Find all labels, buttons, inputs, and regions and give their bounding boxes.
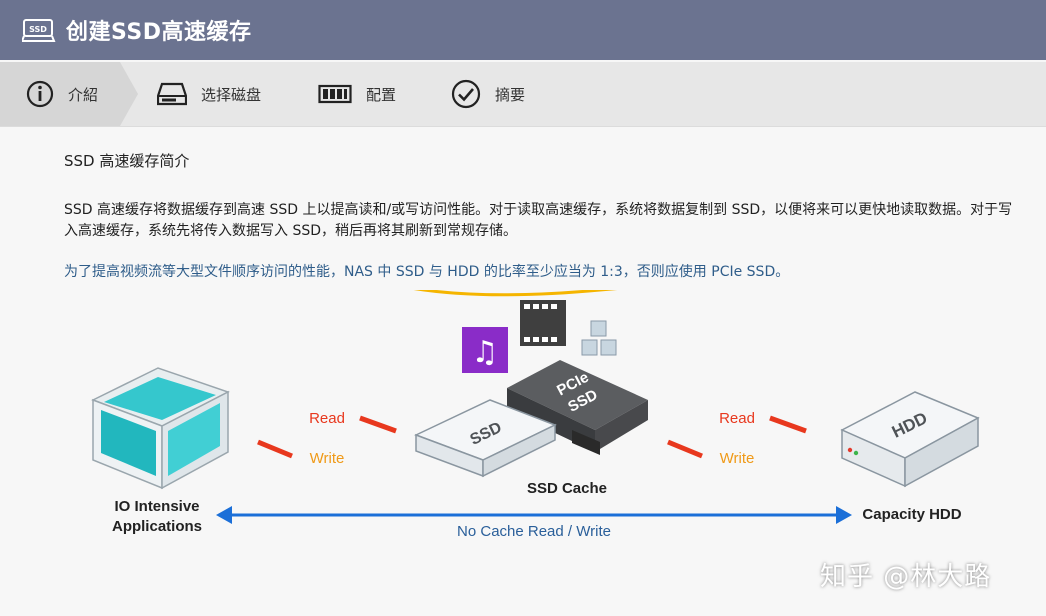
step-label: 选择磁盘 bbox=[201, 85, 262, 104]
read-label-right: Read bbox=[719, 410, 755, 427]
no-cache-label: No Cache Read / Write bbox=[457, 523, 611, 540]
io-label-line2: Applications bbox=[112, 518, 202, 535]
io-label-line1: IO Intensive bbox=[114, 498, 199, 515]
step-label: 摘要 bbox=[495, 85, 526, 104]
intro-paragraph: SSD 高速缓存将数据缓存到高速 SSD 上以提高读和/或写访问性能。对于读取高… bbox=[64, 202, 1013, 239]
capacity-hdd-label: Capacity HDD bbox=[862, 506, 961, 523]
step-select-disk[interactable]: 选择磁盘 bbox=[157, 62, 261, 126]
section-heading: SSD 高速缓存简介 bbox=[64, 152, 190, 170]
write-label-left: Write bbox=[310, 450, 345, 467]
step-summary[interactable]: 摘要 bbox=[451, 62, 525, 126]
music-note-icon: ♫ bbox=[462, 327, 508, 373]
svg-text:SSD: SSD bbox=[29, 25, 47, 34]
ssd-drive: SSD bbox=[414, 399, 557, 478]
io-app-cube bbox=[91, 367, 230, 490]
watermark: 知乎 @林大路 bbox=[820, 562, 992, 592]
svg-text:♫: ♫ bbox=[472, 335, 499, 370]
disk-drive-icon bbox=[157, 82, 187, 106]
highlight-underline bbox=[413, 290, 618, 297]
film-icon bbox=[520, 300, 566, 346]
step-label: 介紹 bbox=[68, 85, 99, 104]
wizard-steps: 介紹 选择磁盘 配置 摘要 bbox=[0, 62, 1046, 127]
hdd-drive: HDD bbox=[840, 391, 980, 488]
window-title: 创建SSD高速缓存 bbox=[66, 20, 252, 45]
ssd-cache-diagram: Read Write ♫ PCIe SSD SSD SSD Cache bbox=[91, 290, 980, 540]
intro-section: SSD 高速缓存简介 bbox=[64, 150, 1024, 171]
info-icon bbox=[26, 80, 54, 108]
config-icon bbox=[318, 84, 352, 104]
step-label: 配置 bbox=[366, 85, 397, 104]
pcie-ssd-card: PCIe SSD bbox=[507, 360, 648, 455]
ssd-icon: SSD bbox=[22, 19, 56, 42]
ratio-note: 为了提高视频流等大型文件顺序访问的性能，NAS 中 SSD 与 HDD 的比率至… bbox=[64, 264, 790, 280]
right-read-write-arrows bbox=[667, 415, 807, 459]
no-cache-arrow bbox=[216, 506, 852, 524]
left-read-write-arrows bbox=[257, 415, 397, 459]
window-titlebar: SSD 创建SSD高速缓存 bbox=[0, 0, 1046, 60]
ssd-cache-label: SSD Cache bbox=[527, 480, 607, 497]
read-label-left: Read bbox=[309, 410, 345, 427]
step-intro[interactable]: 介紹 bbox=[26, 62, 98, 126]
write-label-right: Write bbox=[720, 450, 755, 467]
check-circle-icon bbox=[451, 79, 481, 109]
step-config[interactable]: 配置 bbox=[318, 62, 396, 126]
blocks-icon bbox=[581, 320, 617, 356]
active-step-background bbox=[0, 62, 138, 126]
